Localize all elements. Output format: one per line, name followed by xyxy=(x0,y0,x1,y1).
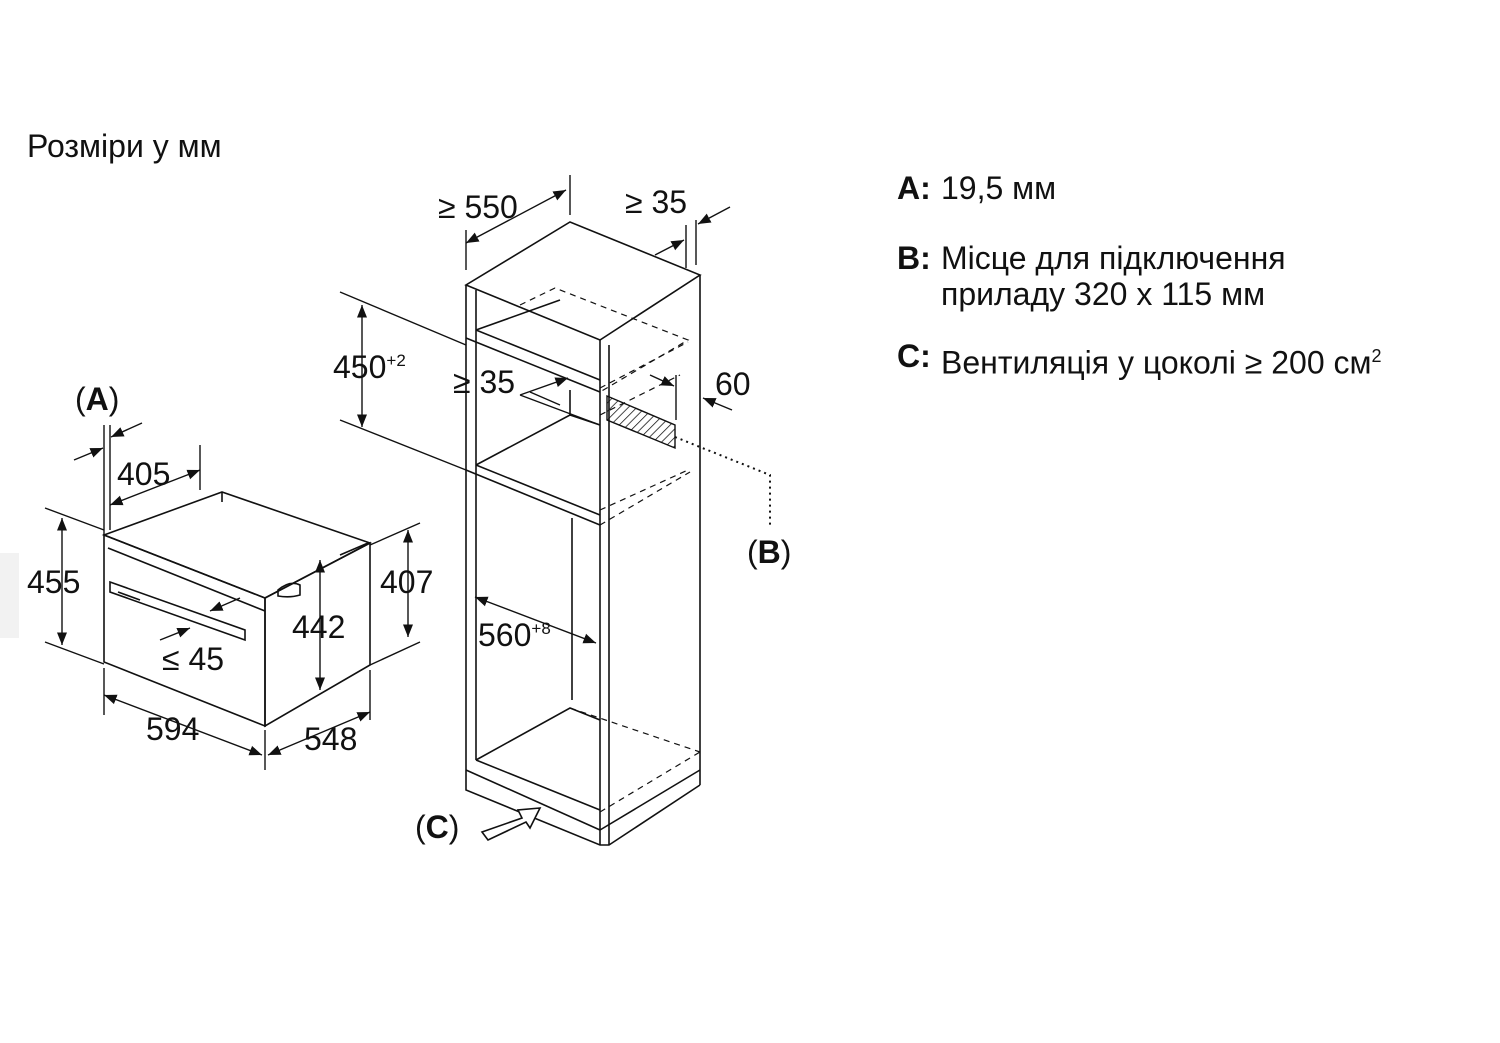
oven-handle-slot xyxy=(117,591,141,601)
cabinet-dimensions xyxy=(339,175,733,842)
dim-442: 442 xyxy=(292,609,345,645)
label-a: A xyxy=(86,381,109,417)
svg-text:(B): (B) xyxy=(747,534,791,570)
oven-knob xyxy=(277,582,301,598)
connection-leader xyxy=(674,436,771,528)
page-title: Розміри у мм xyxy=(27,128,222,164)
legend-text: 19,5 мм xyxy=(941,170,1057,206)
cabinet-top xyxy=(464,221,702,341)
oven-drawing xyxy=(101,491,373,728)
svg-text:560+8: 560+8 xyxy=(478,617,551,653)
dim-shelf-gap: ≥ 35 xyxy=(453,364,515,400)
label-c: C xyxy=(426,809,449,845)
dim-560: 560 xyxy=(478,617,531,653)
dim-60: 60 xyxy=(715,366,751,402)
legend-text: Місце для підключення xyxy=(941,240,1286,276)
legend: A: 19,5 мм B: Місце для підключення прил… xyxy=(897,170,1382,415)
dim-depth-min: ≥ 550 xyxy=(438,189,518,225)
dimension-labels: (A) 405 455 407 442 ≤ 45 594 548 ≥ 550 ≥… xyxy=(27,184,791,845)
svg-text:450+2: 450+2 xyxy=(333,349,406,385)
connection-area-b xyxy=(606,394,676,450)
side-tab-strip xyxy=(0,553,19,638)
legend-key: A: xyxy=(897,170,931,206)
dim-405: 405 xyxy=(117,456,170,492)
oven-front-edge xyxy=(107,547,266,612)
dim-door-gap: ≤ 45 xyxy=(162,641,224,677)
cabinet-drawing xyxy=(464,221,702,846)
dim-rear-gap: ≥ 35 xyxy=(625,184,687,220)
ventilation-arrow xyxy=(480,807,542,842)
legend-item-c: C: Вентиляція у цоколі ≥ 200 см2 xyxy=(897,338,1382,381)
legend-text: приладу 320 x 115 мм xyxy=(941,276,1266,312)
oven-dimensions xyxy=(44,422,421,770)
legend-item-a: A: 19,5 мм xyxy=(897,170,1382,206)
legend-item-b: B: Місце для підключення приладу 320 x 1… xyxy=(897,240,1382,312)
cabinet-dashed-lines xyxy=(519,287,701,813)
svg-text:(C): (C) xyxy=(415,809,459,845)
dim-560-tol: +8 xyxy=(531,619,550,638)
oven-top xyxy=(101,491,373,599)
dim-450: 450 xyxy=(333,349,386,385)
dim-548: 548 xyxy=(304,721,357,757)
label-b: B xyxy=(758,534,781,570)
svg-text:(A): (A) xyxy=(75,381,119,417)
dim-455: 455 xyxy=(27,564,80,600)
oven-handle xyxy=(109,580,246,642)
dim-594: 594 xyxy=(146,711,199,747)
legend-key: B: xyxy=(897,240,931,276)
legend-key: C: xyxy=(897,338,931,374)
legend-superscript: 2 xyxy=(1371,346,1382,366)
legend-text: Вентиляція у цоколі ≥ 200 см xyxy=(941,344,1372,381)
dim-450-tol: +2 xyxy=(386,351,405,370)
dim-407: 407 xyxy=(380,564,433,600)
